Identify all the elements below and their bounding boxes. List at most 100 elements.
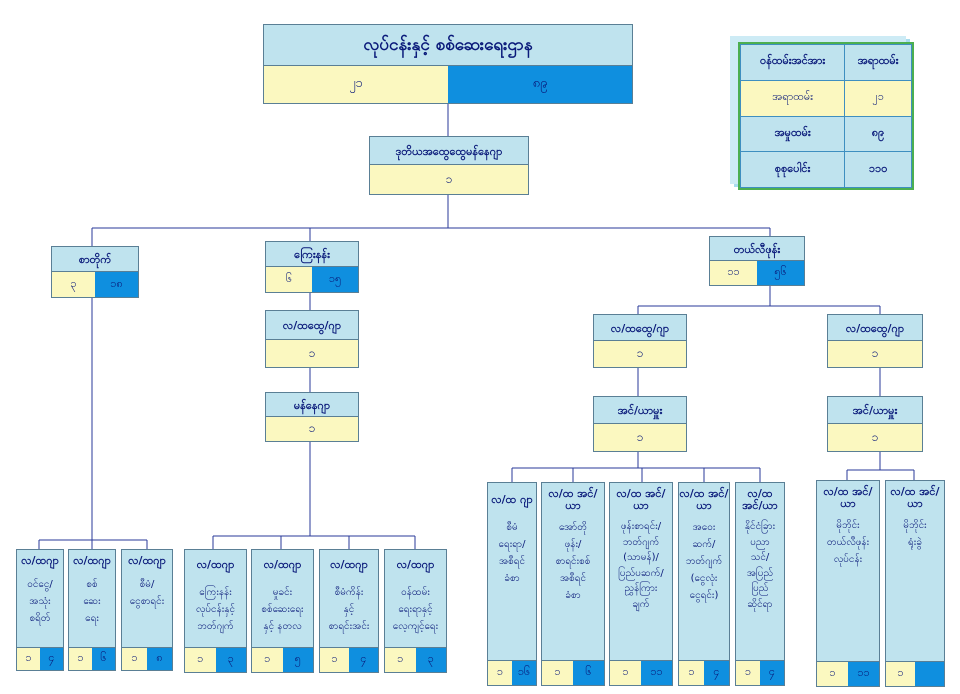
telephone-counts: ၁၁ ၅၆ [710,260,804,285]
legend-label-total: စုစုပေါင်း [739,151,846,188]
leaf-text: ခံစာ [565,590,581,601]
leaf-text: အသုံး [29,596,51,607]
telephone-engineer-right-box: အင်/ယာမှူး ၁ [827,396,923,452]
department-officers: ၂၁ [264,66,448,103]
leaf-text: စီမံ/ [139,579,155,590]
leaf-header: လ/ထ အင်/ယာ [742,487,778,512]
leaf-box: လ/ထ အင်/ယာ နိုင်ငံခြား ပညာ သင်/ အပြည် ပြ… [735,482,785,686]
leaf-header: လ/ထ အင်/ယာ [679,487,729,512]
telegraph-counts: ၆ ၁၅ [266,266,358,292]
leaf-counts: ၁ ၃ [385,647,446,672]
post-office-box: စာတိုက် ၃ ၁၈ [51,246,139,298]
leaf-staff: ၅ [282,648,313,672]
telegraph-asst-gm-count: ၁ [266,339,358,367]
leaf-text: သင်/ [750,552,770,563]
leaf-counts: ၁ ၄ [736,660,784,685]
department-box: လုပ်ငန်းနှင့် စစ်ဆေးရေးဌာန ၂၁ ၈၉ [263,24,633,104]
leaf-text: ဝန်ထမ်း [401,587,430,598]
telegraph-officers: ၆ [266,267,312,292]
leaf-box: လ/ထ အင်/ယာ မိုဘိုင်း ရုံးခွဲ ၁ [885,480,945,687]
leaf-text: အော်တို [558,522,588,533]
leaf-counts: ၁ ၁၆ [488,660,536,685]
post-office-staff: ၁၈ [95,272,138,297]
leaf-text: အဝေး [692,522,716,533]
staff-legend: ဝန်ထမ်းအင်အား အရာထမ်း အရာထမ်း ၂၁ အမှုထမ်… [738,42,914,190]
leaf-header: လ/ထဂျာ [330,558,368,572]
telephone-engineer-left-label: အင်/ယာမှူး [617,404,663,418]
telegraph-manager-box: မန်နေဂျာ ၁ [265,392,359,442]
leaf-counts: ၁ ၆ [542,660,604,685]
telephone-label: တယ်လီဖုန်း [733,242,781,256]
leaf-staff: ၁၁ [848,662,879,686]
leaf-text: (သာမန်)/ [623,552,659,563]
leaf-staff: ၁၁ [641,661,672,685]
telephone-asst-gm-left-count: ၁ [594,340,686,367]
leaf-header: လ/ထဂျာ [196,558,235,572]
leaf-box: လ/ထ အင်/ယာ မိုဘိုင်း တယ်လီဖုန်း လုပ်ငန်း… [816,480,880,687]
leaf-box: လ/ထဂျာ စီမံကိန်း နှင့် စာရင်းအင်း ၁ ၄ [319,549,379,673]
leaf-text: ရေး [85,613,99,624]
leaf-counts: ၁ [886,661,944,686]
telephone-engineer-right-count: ၁ [828,423,922,451]
leaf-text: ရုံးခွဲ [908,537,922,548]
telephone-engineer-left-box: အင်/ယာမှူး ၁ [593,396,687,452]
leaf-staff: ၄ [40,648,63,670]
leaf-officers: ၁ [252,648,283,672]
leaf-text: စစ် [86,579,98,590]
leaf-counts: ၁ ၅ [252,647,313,672]
leaf-staff: ၄ [760,661,784,685]
leaf-staff: ၈ [147,648,172,670]
leaf-counts: ၁ ၈ [122,647,172,670]
leaf-staff: ၄ [349,648,378,672]
leaf-staff: ၆ [92,648,115,670]
leaf-staff: ၃ [415,648,446,672]
leaf-text: ပညာ [750,536,770,548]
leaf-officers: ၁ [736,661,760,685]
leaf-officers: ၁ [886,662,915,686]
department-staff: ၈၉ [448,66,632,103]
leaf-text: လေ့ကျင့်ရေး [392,621,439,632]
leaf-staff [915,662,944,686]
telegraph-box: ကြေးနန်း ၆ ၁၅ [265,241,359,293]
telephone-asst-gm-right-count: ၁ [828,340,922,367]
leaf-officers: ၁ [679,661,704,685]
leaf-text: (ငွေလုံး [690,573,718,584]
legend-value-staff: ၈၉ [844,115,912,153]
telegraph-manager-count: ၁ [266,416,358,441]
leaf-text: ခံစာ [504,573,520,584]
leaf-box: လ/ထ အင်/ယာ အဝေး ဆက်/ ဘတ်ဂျက် (ငွေလုံး ငွ… [678,482,730,686]
leaf-header: လ/ထဂျာ [263,558,302,572]
leaf-text: စာရင်းစစ် [555,556,591,567]
leaf-header: လ/ထ အင်/ယာ [823,485,873,510]
deputy-gm-count: ၁ [370,164,528,194]
telephone-asst-gm-left-box: လ/ထထွေ/ဂျာ ၁ [593,314,687,368]
leaf-text: ဘတ်ဂျက် [622,536,660,548]
leaf-officers: ၁ [122,648,147,670]
leaf-text: စီမံ [506,522,518,533]
leaf-text: မှုခင်း [272,587,293,598]
leaf-officers: ၁ [320,648,349,672]
leaf-text: လုပ်ငန်းနှင့် [195,604,236,615]
telegraph-label: ကြေးနန်း [294,248,330,262]
leaf-text: ဝင်ငွေ/ [27,579,53,590]
leaf-text: မိုဘိုင်း [903,520,927,531]
leaf-header: လ/ထ အင်/ယာ [890,485,940,510]
leaf-box: လ/ထဂျာ ဝန်ထမ်း ရေးရာနှင့် လေ့ကျင့်ရေး ၁ … [384,549,447,673]
telegraph-asst-gm-box: လ/ထထွေ/ဂျာ ၁ [265,310,359,368]
leaf-box: လ/ထ အင်/ယာ အော်တို ဖုန်း/ စာရင်းစစ် အစီရ… [541,482,605,686]
leaf-header: လ/ထ အင်/ယာ [616,487,666,512]
post-office-label: စာတိုက် [78,253,112,267]
leaf-text: နှင့် [343,604,355,615]
legend-value-officer: ၂၁ [844,79,912,117]
telephone-engineer-right-label: အင်/ယာမှူး [852,404,898,418]
leaf-text: အပြည် [746,567,774,579]
telephone-asst-gm-left-label: လ/ထထွေ/ဂျာ [610,321,670,335]
leaf-text: ဆေး [83,596,101,607]
telephone-box: တယ်လီဖုန်း ၁၁ ၅၆ [709,236,805,286]
legend-header-strength: ဝန်ထမ်းအင်အား [739,44,846,81]
leaf-box: လ/ထဂျာ စစ် ဆေး ရေး ၁ ၆ [68,549,116,671]
leaf-header: လ/ထဂျာ [21,554,59,568]
leaf-box: လ/ထဂျာ စီမံ/ ငွေစာရင်း ၁ ၈ [121,549,173,671]
telegraph-staff: ၁၅ [312,267,358,292]
